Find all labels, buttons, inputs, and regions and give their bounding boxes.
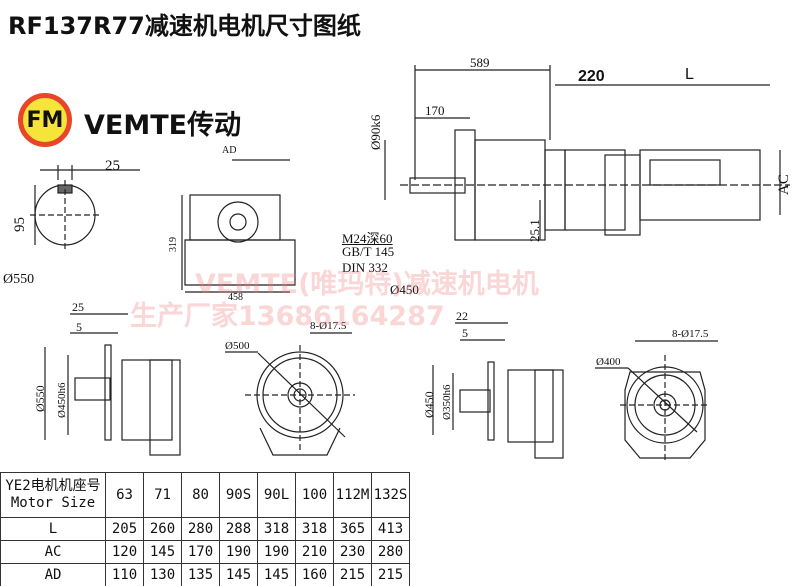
standard-gb-label: GB/T 145 bbox=[342, 244, 395, 259]
value-cell: 413 bbox=[371, 517, 410, 541]
front-view bbox=[181, 159, 296, 293]
f450-holes-label: 8-Ø17.5 bbox=[672, 328, 709, 340]
ad-label: AD bbox=[222, 145, 237, 156]
flange-450-side-view bbox=[432, 322, 564, 459]
value-cell: 190 bbox=[257, 540, 296, 564]
value-cell: 365 bbox=[333, 517, 372, 541]
value-cell: 135 bbox=[181, 563, 220, 586]
shaft-dia-label: Ø90k6 bbox=[368, 114, 383, 150]
row-label: AC bbox=[0, 540, 106, 564]
front-height-label: 319 bbox=[168, 237, 179, 252]
value-cell: 318 bbox=[257, 517, 296, 541]
offset-label: 25.1 bbox=[527, 219, 542, 242]
value-cell: 230 bbox=[333, 540, 372, 564]
watermark-line-1: VEMTE(唯玛特)减速机电机 bbox=[195, 269, 539, 300]
f450-outer-label: Ø450 bbox=[422, 391, 436, 418]
watermark-line-2: 生产厂家13686164287 bbox=[130, 301, 445, 332]
row-label: L bbox=[0, 517, 106, 541]
thread-label: M24深60 bbox=[342, 231, 393, 246]
shaft-section-view bbox=[30, 165, 140, 250]
brand-logo: FM bbox=[18, 93, 72, 147]
motor-length-label: L bbox=[685, 66, 694, 83]
f550-outer-label: Ø550 bbox=[33, 385, 47, 412]
value-cell: 110 bbox=[105, 563, 144, 586]
value-cell: 145 bbox=[257, 563, 296, 586]
value-cell: 145 bbox=[143, 540, 182, 564]
page-title: RF137R77减速机电机尺寸图纸 bbox=[8, 12, 361, 40]
value-cell: 130 bbox=[143, 563, 182, 586]
size-cell: 63 bbox=[105, 472, 144, 518]
flange-450-label: Ø450 bbox=[390, 282, 419, 297]
motor-dia-label: AC bbox=[776, 174, 792, 195]
f550-d1-label: 25 bbox=[72, 300, 84, 314]
standard-din-label: DIN 332 bbox=[342, 260, 388, 275]
flange-550-front-view bbox=[225, 332, 355, 456]
flange-550-side-view bbox=[44, 313, 181, 456]
size-cell: 112M bbox=[333, 472, 372, 518]
header-cn: YE2电机机座号 bbox=[5, 478, 101, 494]
value-cell: 260 bbox=[143, 517, 182, 541]
f450-d2-label: 5 bbox=[462, 326, 468, 340]
front-width-label: 458 bbox=[228, 292, 243, 303]
f550-holes-label: 8-Ø17.5 bbox=[310, 320, 347, 332]
size-cell: 90L bbox=[257, 472, 296, 518]
value-cell: 288 bbox=[219, 517, 258, 541]
value-cell: 120 bbox=[105, 540, 144, 564]
f450-spigot-label: Ø350h6 bbox=[441, 384, 453, 420]
value-cell: 205 bbox=[105, 517, 144, 541]
gap-label: 220 bbox=[578, 68, 605, 85]
f550-pcd-label: Ø500 bbox=[225, 340, 250, 352]
shaft-height-label: 95 bbox=[12, 217, 28, 232]
main-side-view bbox=[384, 65, 790, 241]
value-cell: 215 bbox=[371, 563, 410, 586]
key-width-label: 25 bbox=[105, 158, 120, 174]
header-en: Motor Size bbox=[10, 495, 96, 511]
value-cell: 160 bbox=[295, 563, 334, 586]
size-cell: 100 bbox=[295, 472, 334, 518]
value-cell: 215 bbox=[333, 563, 372, 586]
f450-d1-label: 22 bbox=[456, 309, 468, 323]
value-cell: 145 bbox=[219, 563, 258, 586]
value-cell: 280 bbox=[371, 540, 410, 564]
size-cell: 71 bbox=[143, 472, 182, 518]
size-cell: 90S bbox=[219, 472, 258, 518]
value-cell: 170 bbox=[181, 540, 220, 564]
value-cell: 210 bbox=[295, 540, 334, 564]
value-cell: 190 bbox=[219, 540, 258, 564]
value-cell: 318 bbox=[295, 517, 334, 541]
value-cell: 280 bbox=[181, 517, 220, 541]
shaft-length-label: 170 bbox=[425, 103, 445, 118]
flange-dia-label: Ø550 bbox=[3, 272, 35, 287]
size-cell: 132S bbox=[371, 472, 410, 518]
total-length-label: 589 bbox=[470, 55, 490, 70]
f450-pcd-label: Ø400 bbox=[596, 356, 621, 368]
flange-450-front-view bbox=[595, 340, 718, 460]
row-label: AD bbox=[0, 563, 106, 586]
f550-d2-label: 5 bbox=[76, 320, 82, 334]
brand-name: VEMTE传动 bbox=[84, 110, 242, 141]
size-cell: 80 bbox=[181, 472, 220, 518]
f550-spigot-label: Ø450h6 bbox=[56, 382, 68, 418]
